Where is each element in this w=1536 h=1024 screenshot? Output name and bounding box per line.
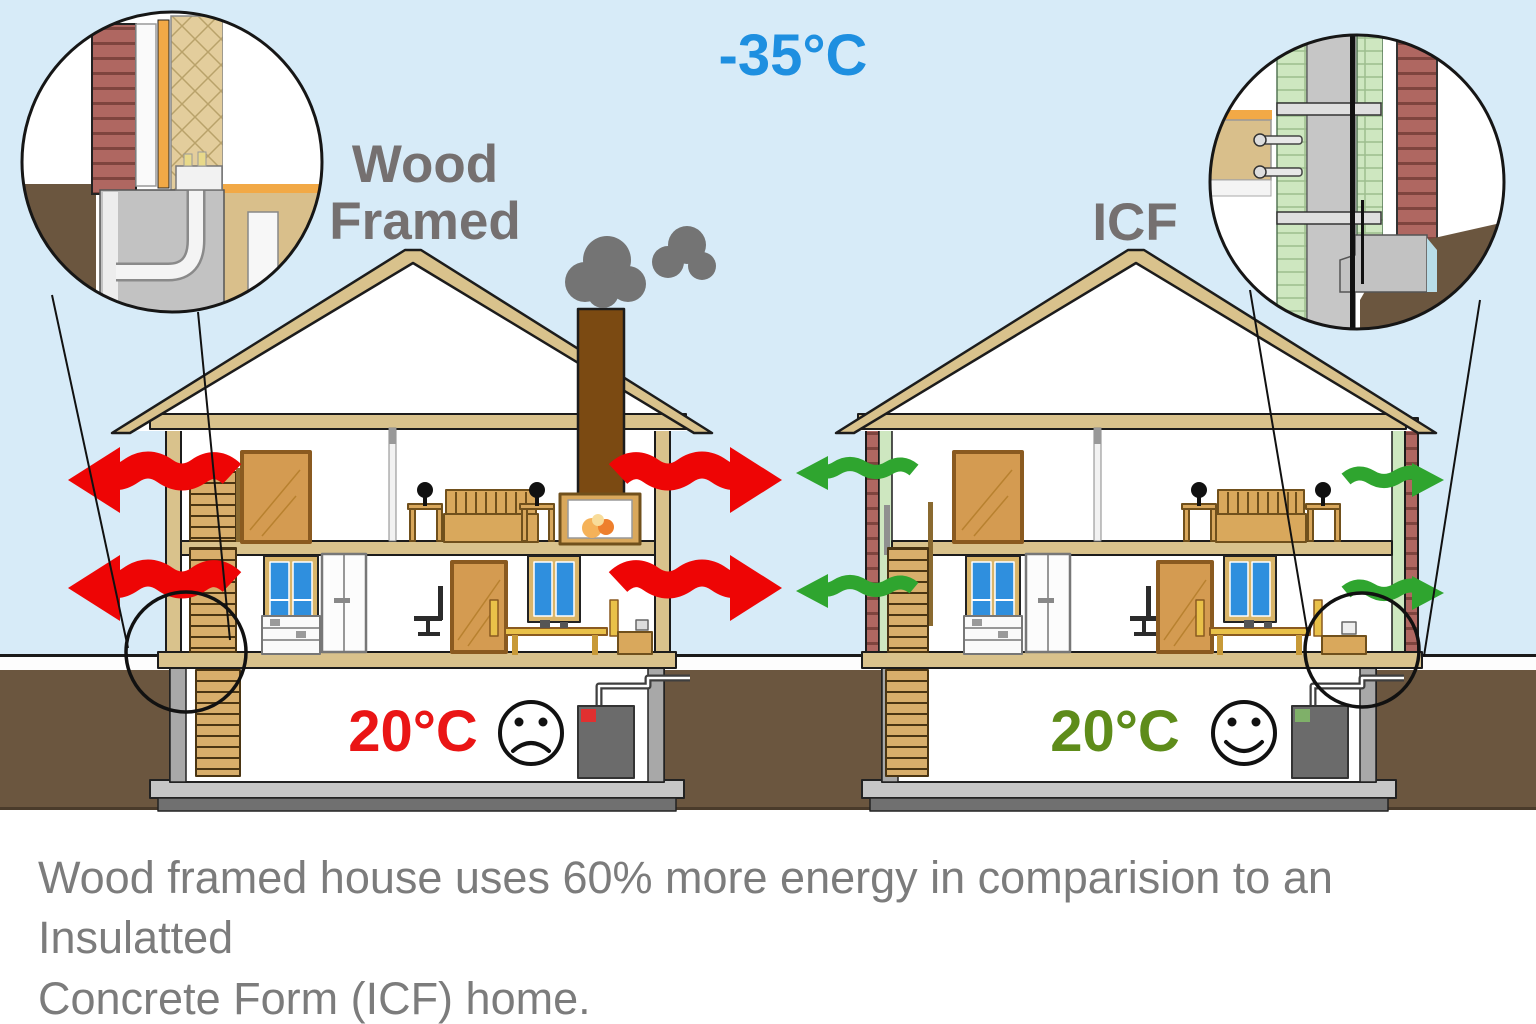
corner-desk (1321, 621, 1367, 655)
lamp-icon (417, 482, 433, 506)
green-heat-arrow-left-bottom (796, 574, 919, 608)
dining-set (489, 599, 619, 655)
interior-divider-wall (388, 427, 397, 542)
lamp-icon (529, 482, 545, 506)
divider-cap (389, 428, 396, 444)
wood-wall-detail-callout (20, 10, 324, 314)
fireplace (558, 492, 642, 546)
fridge (320, 552, 368, 654)
wall-anchor-pins (1253, 133, 1303, 179)
green-heat-arrow-right-top (1341, 463, 1444, 497)
icf-house (834, 248, 1438, 812)
dining-window (527, 555, 581, 623)
door-frame (247, 211, 279, 307)
second-floor-band (180, 540, 656, 556)
chimney-smoke (565, 226, 716, 308)
red-heat-arrow-left-top (68, 447, 242, 513)
kitchen-shelf (963, 615, 1023, 655)
icf-wall-detail-callout (1208, 33, 1506, 331)
icf-wall-right (1391, 417, 1419, 655)
air-gap (1383, 35, 1397, 240)
green-heat-arrow-right-bottom (1341, 576, 1444, 610)
detail-source-circle-icf (1303, 591, 1421, 709)
nightstand (1305, 503, 1341, 542)
foam-panel-outer (1356, 35, 1384, 241)
icf-indoor-temperature-label: 20°C (1050, 699, 1180, 764)
desk-chair (1130, 586, 1158, 636)
desk-chair (414, 586, 443, 636)
wood-indoor-temperature-label: 20°C (348, 699, 478, 764)
foundation-face (103, 192, 118, 312)
floor-edge (1210, 110, 1272, 120)
rebar-short (1361, 200, 1364, 284)
wood-framed-house-label: Wood Framed (329, 135, 521, 252)
brick-siding (91, 23, 137, 195)
upper-door (240, 450, 312, 544)
comparison-caption: Wood framed house uses 60% more energy i… (38, 852, 1333, 1024)
basement-wall-left (169, 665, 187, 783)
dining-window (1223, 555, 1277, 623)
outside-temperature-label: -35°C (718, 23, 868, 88)
icf-house-label: ICF (1092, 193, 1178, 252)
nightstand (407, 503, 443, 542)
furnace-status-light-green (1295, 709, 1310, 722)
foam-panel-inner (1276, 35, 1308, 329)
side-cabinet (617, 619, 653, 655)
callout-border (1208, 33, 1506, 331)
stair-wall (884, 505, 890, 555)
sill-plate (175, 165, 223, 191)
furnace (577, 674, 690, 779)
furnace (1291, 674, 1404, 779)
gable-interior (854, 261, 1418, 431)
top-plate-band (857, 413, 1407, 430)
red-heat-arrow-left-bottom (68, 555, 242, 621)
drainage-edge (1427, 238, 1437, 292)
interior-divider-wall (1093, 427, 1102, 542)
form-tie (1276, 211, 1382, 225)
ceiling-strip (1210, 179, 1272, 197)
red-heat-arrow-right-top (608, 447, 782, 513)
ground-floor-band (157, 651, 677, 669)
exterior-wall-right (654, 417, 671, 655)
basement-stairs (885, 669, 929, 777)
stair-post (236, 468, 241, 542)
lower-stairs (887, 547, 929, 653)
red-heat-arrows (68, 447, 782, 621)
red-heat-arrow-right-bottom (608, 555, 782, 621)
callout-lines (51, 289, 1481, 657)
happy-face-icon (1211, 700, 1277, 766)
detail-source-circle-wood (124, 590, 248, 714)
kitchen-shelf (261, 615, 321, 655)
lamp-icon (1315, 482, 1331, 506)
roof-band (834, 248, 1438, 435)
brick-veneer (1396, 35, 1438, 246)
wood-framed-house (110, 248, 714, 812)
footing-base (157, 797, 677, 812)
stud-strip (157, 19, 170, 189)
batt-insulation (170, 15, 224, 191)
roof-band (110, 248, 714, 435)
rebar (1350, 35, 1355, 329)
bed (1215, 489, 1307, 543)
footing-base (869, 797, 1389, 812)
pipe (116, 180, 203, 279)
furnace-status-light-red (581, 709, 596, 722)
fridge (1024, 552, 1072, 654)
gable-interior (130, 261, 694, 431)
divider-cap (1094, 428, 1101, 444)
dining-set (1195, 599, 1323, 655)
form-tie (1276, 102, 1382, 116)
green-heat-arrow-left-top (796, 456, 919, 490)
callout-border (20, 10, 324, 314)
stair-post (928, 502, 933, 626)
sheathing (135, 23, 157, 187)
ground-floor-band (861, 651, 1423, 669)
green-heat-arrows (796, 456, 1444, 610)
floor-edge (223, 184, 322, 193)
upper-door (952, 450, 1024, 544)
exterior-wall-left (165, 417, 182, 655)
sad-face-icon (498, 700, 564, 766)
lamp-icon (1191, 482, 1207, 506)
